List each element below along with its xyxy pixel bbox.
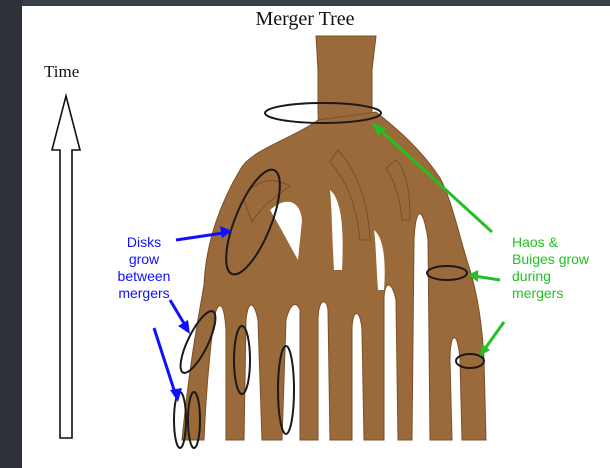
- halo-note-line-4: mergers: [512, 285, 610, 302]
- disk-note-line-2: grow: [112, 251, 176, 268]
- disk-growth-note: Disks grow between mergers: [112, 234, 176, 302]
- halo-note-line-3: during: [512, 268, 610, 285]
- disk-note-line-3: between: [112, 268, 176, 285]
- halo-note-line-2: Buiges grow: [512, 251, 610, 268]
- disk-note-line-4: mergers: [112, 285, 176, 302]
- diagram-title: Merger Tree: [0, 8, 610, 31]
- halo-growth-note: Haos & Buiges grow during mergers: [512, 234, 610, 302]
- disk-note-line-1: Disks: [112, 234, 176, 251]
- halo-note-line-1: Haos &: [512, 234, 610, 251]
- time-arrow-icon: [52, 96, 80, 438]
- time-axis-label: Time: [44, 62, 79, 82]
